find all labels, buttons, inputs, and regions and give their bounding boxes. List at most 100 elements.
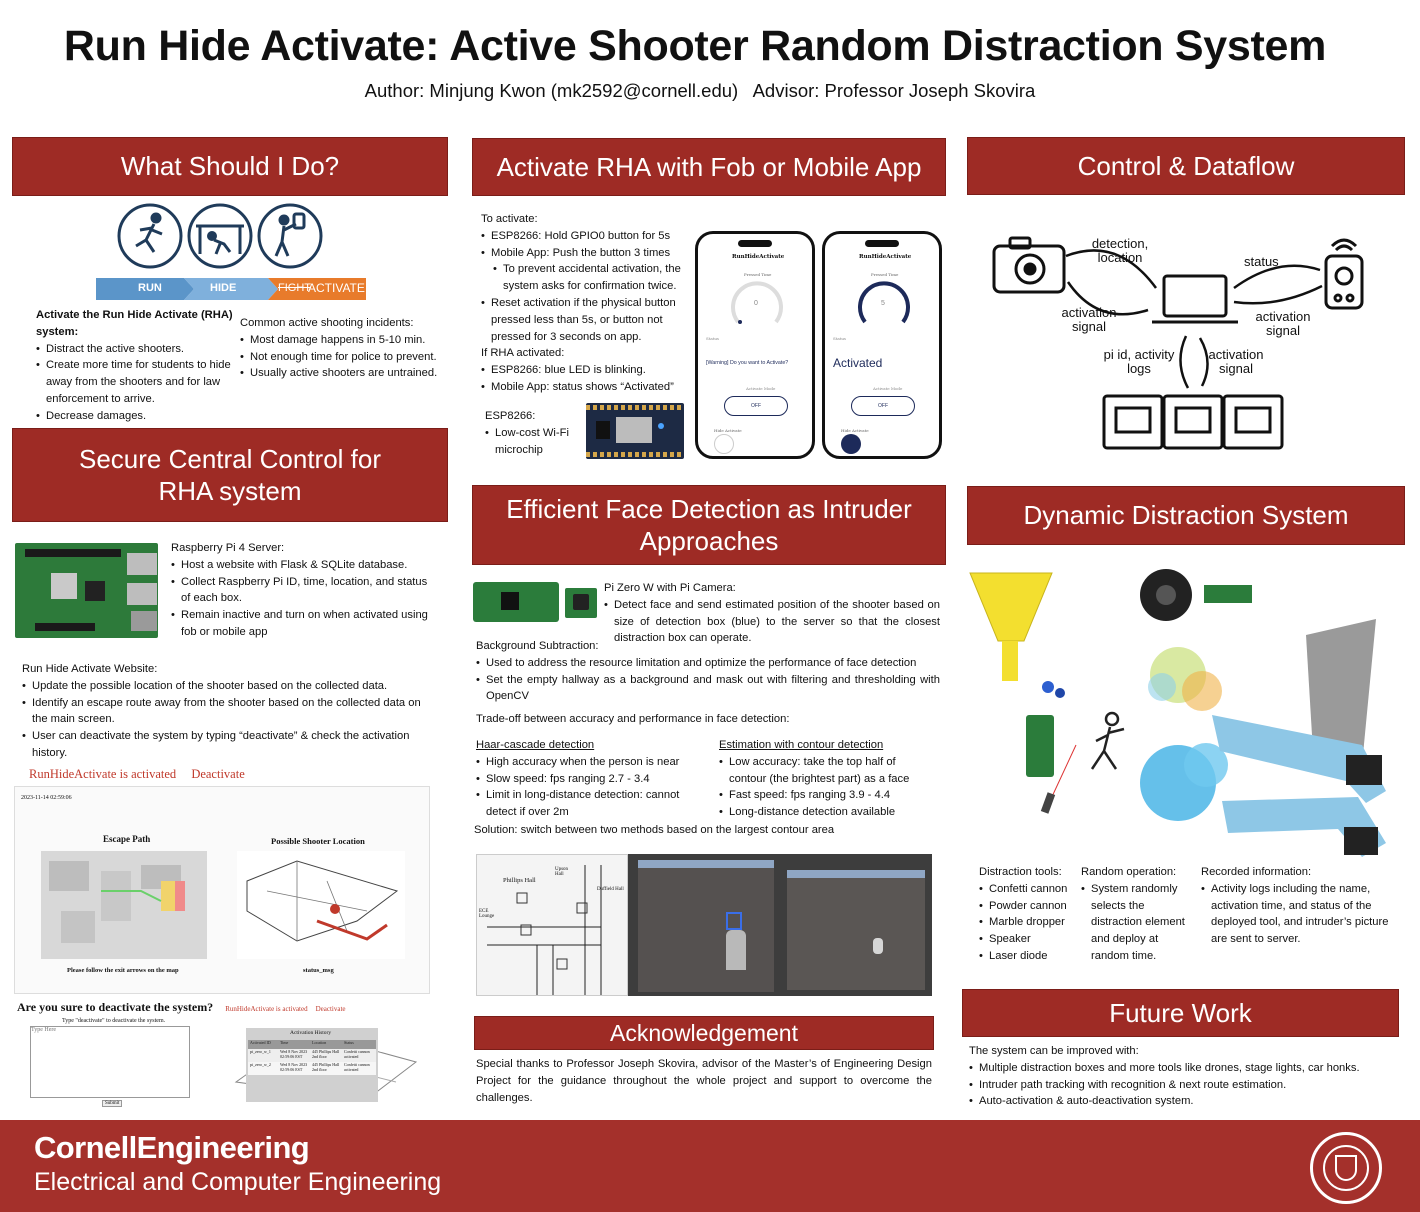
status-msg-label: status_msg (303, 967, 334, 974)
table-cell: Wed 8 Nov 2023 02:59:06 EST (280, 1049, 308, 1059)
bg-subtraction-text: Background Subtraction: Used to address … (476, 638, 940, 705)
tools-text: Distraction tools: Confetti cannon Powde… (979, 864, 1077, 965)
label-status: status (1244, 254, 1279, 269)
phone1-hide-toggle[interactable] (714, 434, 734, 454)
confirm-line: Are you sure to deactivate the system? R… (17, 998, 346, 1016)
phone2-title: RunHideActivate (859, 254, 912, 260)
future-intro: The system can be improved with: (969, 1045, 1139, 1057)
phone1-count: 0 (754, 300, 758, 307)
tools-title: Distraction tools: (979, 866, 1062, 878)
label-detection-location: detection, location (1091, 236, 1149, 265)
phone2-toggle-button[interactable]: OFF (851, 396, 915, 416)
web-deactivate-link[interactable]: Deactivate (191, 767, 245, 781)
deactivate-input[interactable] (30, 1026, 190, 1098)
list-item: Create more time for students to hide aw… (36, 357, 238, 407)
label-activation-signal-left: activation signal (1061, 305, 1117, 334)
list-item: Collect Raspberry Pi ID, time, location,… (171, 574, 433, 608)
list-item: Intruder path tracking with recognition … (969, 1077, 1389, 1094)
intruder-icon (1090, 711, 1125, 770)
phone1-status: [Warning] Do you want to Activate? (706, 360, 789, 366)
list-item: Low accuracy: take the top half of conto… (719, 754, 919, 788)
list-item: Activity logs including the name, activa… (1201, 881, 1395, 948)
list-item: High accuracy when the person is near (476, 754, 696, 771)
detection-frame-contour (783, 854, 932, 996)
list-item: To prevent accidental activation, the sy… (481, 261, 691, 295)
label-activation-signal-bottom: activation signal (1208, 347, 1264, 376)
what-left-list: Distract the active shooters. Create mor… (36, 341, 238, 425)
banner-fight: FIGHT (278, 282, 311, 294)
random-list: System randomly selects the distraction … (1081, 881, 1191, 965)
table-cell: 445 Phillips Hall 2nd floor (312, 1062, 340, 1072)
web-status-text: RunHideActivate is activated (29, 767, 177, 781)
phone1-toggle-button[interactable]: OFF (724, 396, 788, 416)
list-item: Detect face and send estimated position … (604, 597, 940, 647)
activate-icon (257, 203, 323, 269)
list-item: Set the empty hallway as a background an… (476, 672, 940, 706)
history-panel: Activation History Activated ID Time Loc… (246, 1028, 378, 1102)
section-header-what: What Should I Do? (12, 137, 448, 196)
activate-list-2: ESP8266: blue LED is blinking. Mobile Ap… (481, 362, 691, 396)
list-item: Distract the active shooters. (36, 341, 238, 358)
list-item: Update the possible location of the shoo… (22, 678, 432, 695)
table-cell: Wed 8 Nov 2023 02:59:06 EST (280, 1062, 308, 1072)
list-item: Auto-activation & auto-deactivation syst… (969, 1093, 1389, 1110)
what-right-list: Most damage happens in 5-10 min. Not eno… (240, 332, 440, 382)
flow-arrows (1065, 249, 1323, 389)
contour-list: Low accuracy: take the top half of conto… (719, 754, 919, 821)
list-item: Most damage happens in 5-10 min. (240, 332, 440, 349)
phone2-pressed-label: Pressed Time (871, 272, 899, 277)
confirm-deactivate-link[interactable]: Deactivate (315, 1005, 346, 1013)
server-text: Raspberry Pi 4 Server: Host a website wi… (171, 540, 433, 641)
powder-cloud-icon (1140, 743, 1228, 821)
phone2-hide-toggle[interactable] (841, 434, 861, 454)
table-row: pi_zero_w_2 Wed 8 Nov 2023 02:59:06 EST … (248, 1062, 376, 1075)
table-header-cell: Activated ID (250, 1040, 271, 1045)
hide-icon (187, 203, 253, 269)
label-pi-logs: pi id, activity logs (1103, 347, 1175, 376)
table-header-cell: Status (344, 1040, 354, 1045)
camera-icon (992, 236, 1066, 294)
activate-list-1: ESP8266: Hold GPIO0 button for 5s Mobile… (481, 228, 691, 346)
list-item: Remain inactive and turn on when activat… (171, 607, 433, 641)
phone-mockup-warning: RunHideActivate Pressed Time 0 Status [W… (695, 231, 815, 459)
confetti-burst-icon (1148, 647, 1222, 711)
marble-dropper-icon (969, 572, 1065, 698)
web-timestamp: 2023-11-14 02:59:06 (21, 795, 72, 801)
submit-button[interactable]: Submit (102, 1100, 123, 1107)
distraction-tools-image (966, 565, 1406, 863)
future-list: Multiple distraction boxes and more tool… (969, 1060, 1389, 1110)
history-table: Activated ID Time Location Status pi_zer… (248, 1040, 376, 1075)
phone-mockup-activated: RunHideActivate Pressed Time 5 Status Ac… (822, 231, 942, 459)
bg-list: Used to address the resource limitation … (476, 655, 940, 705)
activate-line-5: If RHA activated: (481, 347, 565, 360)
pi-zero-text: Pi Zero W with Pi Camera: Detect face an… (604, 580, 940, 647)
phone2-status-label: Status (833, 336, 846, 341)
banner-run: RUN (138, 282, 162, 294)
laser-diode-icon (1040, 744, 1077, 814)
pi-zero-list: Detect face and send estimated position … (604, 597, 940, 647)
list-item: Limit in long-distance detection: cannot… (476, 787, 696, 821)
map-label-ece: ECE Lounge (479, 909, 495, 919)
list-item: User can deactivate the system by typing… (22, 728, 432, 762)
footer-bar (0, 1120, 1420, 1212)
list-item: Slow speed: fps ranging 2.7 - 3.4 (476, 771, 696, 788)
what-left-text: Activate the Run Hide Activate (RHA) sys… (36, 307, 238, 425)
haar-text: Haar-cascade detection High accuracy whe… (476, 737, 696, 821)
speaker-unit-icon (1140, 569, 1252, 621)
confirm-question: Are you sure to deactivate the system? (17, 1000, 214, 1014)
list-item: Long-distance detection available (719, 804, 919, 821)
future-text: The system can be improved with: Multipl… (969, 1043, 1389, 1110)
history-title: Activation History (290, 1030, 332, 1036)
website-screenshot: 2023-11-14 02:59:06 Escape Path Possible… (14, 786, 430, 994)
shooter-map (237, 851, 405, 959)
list-item: Not enough time for police to prevent. (240, 349, 440, 366)
escape-path-label: Escape Path (103, 834, 151, 844)
phone1-status-label: Status (706, 336, 719, 341)
tools-list: Confetti cannon Powder cannon Marble dro… (979, 881, 1077, 965)
pi-zero-camera-image (473, 582, 597, 622)
phone2-count: 5 (881, 300, 885, 307)
phone2-status: Activated (833, 356, 883, 370)
tradeoff-text: Trade-off between accuracy and performan… (476, 713, 790, 725)
table-cell: 445 Phillips Hall 2nd floor (312, 1049, 340, 1059)
phone2-mode-label: Activate Mode (873, 386, 903, 391)
